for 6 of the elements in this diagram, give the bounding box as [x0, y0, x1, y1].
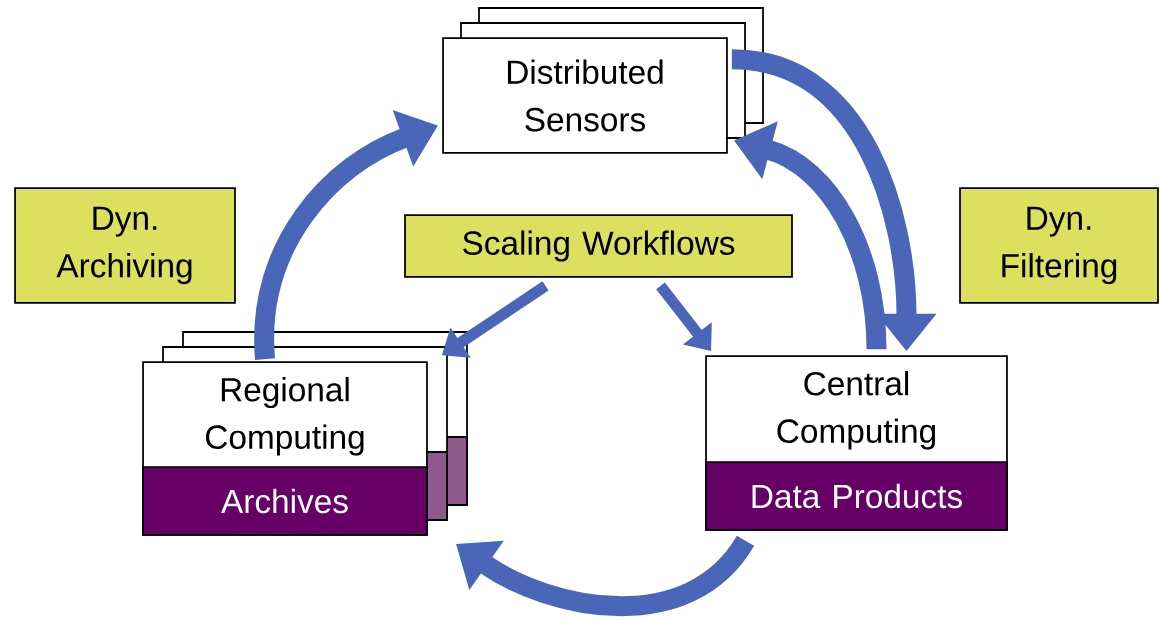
label-box: Scaling Workflows — [404, 214, 793, 278]
stack-box: Distributed Sensors — [442, 37, 728, 154]
band-box: Data Products — [705, 461, 1008, 531]
label-box: Dyn. Archiving — [14, 187, 236, 304]
band-box: Archives — [142, 466, 428, 536]
label-box: Dyn. Filtering — [959, 187, 1159, 304]
